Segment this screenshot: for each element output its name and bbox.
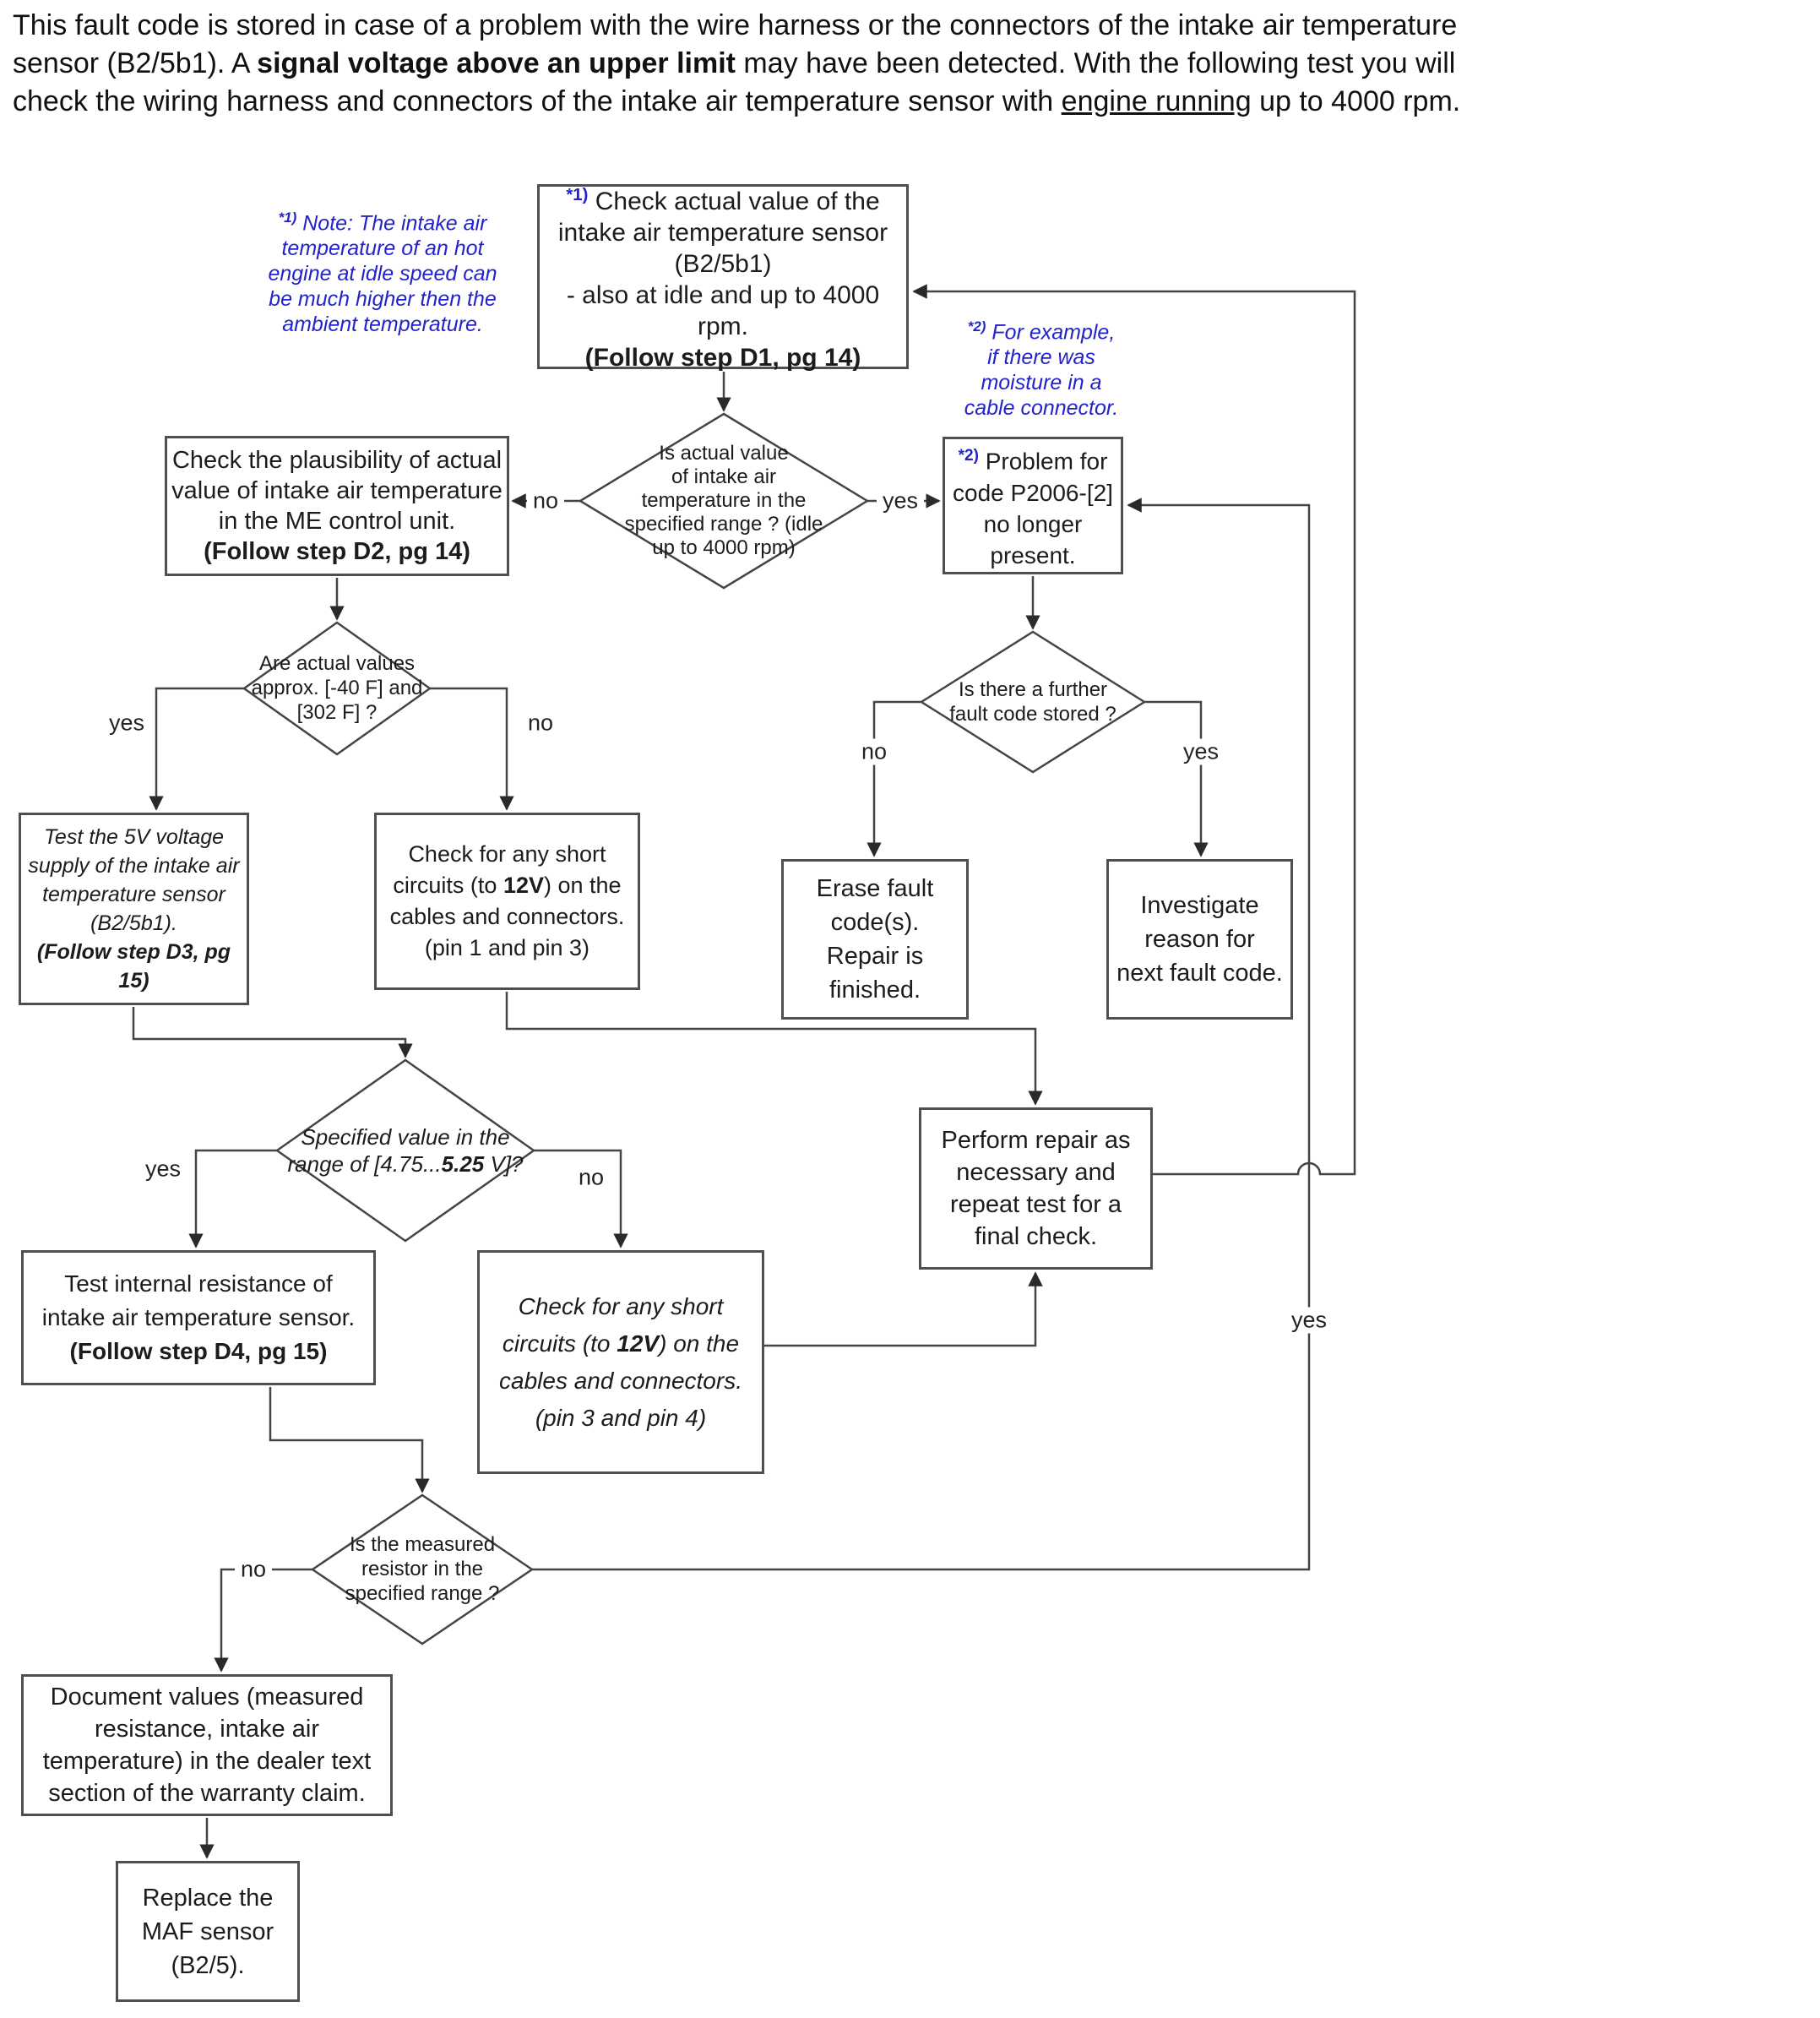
label-yes-measured-resistor: yes <box>1285 1307 1334 1334</box>
decision-range-text: Is actual value of intake air temperatur… <box>624 442 823 559</box>
label-no-range: no <box>526 487 565 514</box>
box-replace-maf-sensor: Replace the MAF sensor (B2/5). <box>116 1861 300 2002</box>
decision-further-fault-text: Is there a further fault code stored ? <box>949 678 1116 726</box>
box-problem-no-longer-present: *2) Problem for code P2006-[2] no longer… <box>943 437 1123 574</box>
note-moisture-example: *2) For example, if there was moisture i… <box>964 318 1119 421</box>
box-test-5v-supply: Test the 5V voltage supply of the intake… <box>19 813 249 1005</box>
intro-line-3: check the wiring harness and connectors … <box>13 85 1461 117</box>
note-intake-temperature: *1) Note: The intake air temperature of … <box>268 209 497 337</box>
box-test-internal-resistance: Test internal resistance of intake air t… <box>21 1250 376 1385</box>
label-no-actual-values: no <box>527 710 554 736</box>
box-check-short-circuits-pin1-pin3: Check for any short circuits (to 12V) on… <box>374 813 640 990</box>
label-no-further-fault: no <box>855 738 894 765</box>
box-perform-repair: Perform repair as necessary and repeat t… <box>919 1107 1153 1270</box>
decision-range-shape <box>578 412 870 590</box>
intro-line-1: This fault code is stored in case of a p… <box>13 9 1458 41</box>
box-document-values: Document values (measured resistance, in… <box>21 1674 393 1816</box>
label-yes-specified-value: yes <box>144 1156 182 1182</box>
box-check-plausibility: Check the plausibility of actual value o… <box>165 436 509 576</box>
box-investigate-next-fault: Investigate reason for next fault code. <box>1106 859 1293 1020</box>
label-yes-further-fault: yes <box>1176 738 1225 765</box>
decision-actual-values-shape <box>242 621 432 756</box>
decision-specified-value-text: Specified value in the range of [4.75...… <box>287 1124 524 1177</box>
decision-further-fault-shape <box>919 630 1147 774</box>
label-yes-actual-values: yes <box>108 710 145 736</box>
label-no-specified-value: no <box>578 1164 605 1190</box>
decision-actual-values-text: Are actual values approx. [-40 F] and [3… <box>251 652 423 724</box>
decision-measured-resistor-shape <box>310 1493 535 1645</box>
decision-measured-resistor-text: Is the measured resistor in the specifie… <box>345 1533 500 1605</box>
label-yes-range: yes <box>876 487 925 514</box>
box-check-short-circuits-pin3-pin4: Check for any short circuits (to 12V) on… <box>477 1250 764 1474</box>
intro-line-2: sensor (B2/5b1). A signal voltage above … <box>13 47 1456 79</box>
decision-specified-value-shape <box>274 1058 536 1243</box>
label-no-measured-resistor: no <box>234 1556 273 1583</box>
box-erase-fault-codes: Erase fault code(s). Repair is finished. <box>781 859 969 1020</box>
intro-paragraph: This fault code is stored in case of a p… <box>13 7 1807 121</box>
box-check-actual-value: *1) Check actual value of the intake air… <box>537 184 909 372</box>
